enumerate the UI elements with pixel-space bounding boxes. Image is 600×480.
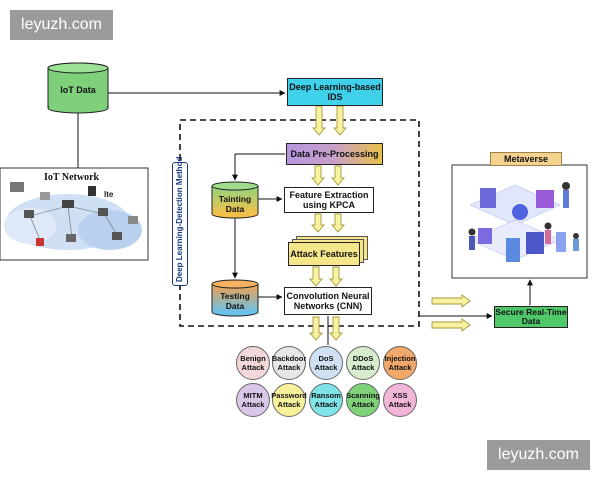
attack-backdoor[interactable]: Backdoor Attack [272,346,306,380]
attack-ransom[interactable]: Ransom Attack [309,383,343,417]
attack-dos[interactable]: DoS Attack [309,346,343,380]
arrow-af-2 [329,266,343,287]
arrow-ids-1 [312,105,326,136]
attack-injection[interactable]: Injection Attack [383,346,417,380]
arrow-ids-2 [333,105,347,136]
attack-xss[interactable]: XSS Attack [383,383,417,417]
watermark-bottom: leyuzh.com [487,440,590,470]
feature-extraction-box[interactable]: Feature Extraction using KPCA [284,187,374,213]
iot-data-cylinder [47,62,109,114]
arrow-fe-2 [331,213,345,233]
arrow-out-1 [431,294,471,308]
iot-data-label: IoT Data [60,85,96,95]
attack-mitm[interactable]: MITM Attack [236,383,270,417]
iot-network-title: IoT Network [44,172,100,183]
arrow-pre-1 [311,165,325,186]
watermark-top: leyuzh.com [10,10,113,40]
training-data-label: Tainting Data [218,194,252,214]
testing-data-cylinder [211,279,259,317]
arrow-cnn-1 [309,316,323,341]
attack-benign[interactable]: Benign Attack [236,346,270,380]
attack-features-box[interactable]: Attack Features [288,242,360,266]
attack-scanning[interactable]: Scanning Attack [346,383,380,417]
metaverse-title: Metaverse [490,152,562,166]
arrow-out-2 [431,318,471,332]
arrow-fe-1 [311,213,325,233]
method-frame [179,119,420,327]
arrow-pre-2 [331,165,345,186]
iot-network-illustration: lte [0,167,149,261]
flow-arrows [309,105,471,341]
cnn-box[interactable]: Convolution Neural Networks (CNN) [284,287,372,315]
method-label-box [172,162,188,286]
secure-data-box[interactable]: Secure Real-Time Data [494,306,568,328]
arrow-cnn-2 [329,316,343,341]
svg-text:lte: lte [104,190,114,199]
attack-password[interactable]: Password Attack [271,383,307,417]
method-label: Deep Learning-Detection Method [175,156,184,282]
metaverse-illustration [451,164,588,279]
attack-ddos[interactable]: DDoS Attack [346,346,380,380]
testing-data-label: Testing Data [220,291,250,311]
preprocessing-box[interactable]: Data Pre-Processing [286,143,383,165]
arrow-af-1 [309,266,323,287]
dl-ids-box[interactable]: Deep Learning-based IDS [287,78,383,106]
training-data-cylinder [211,181,259,219]
